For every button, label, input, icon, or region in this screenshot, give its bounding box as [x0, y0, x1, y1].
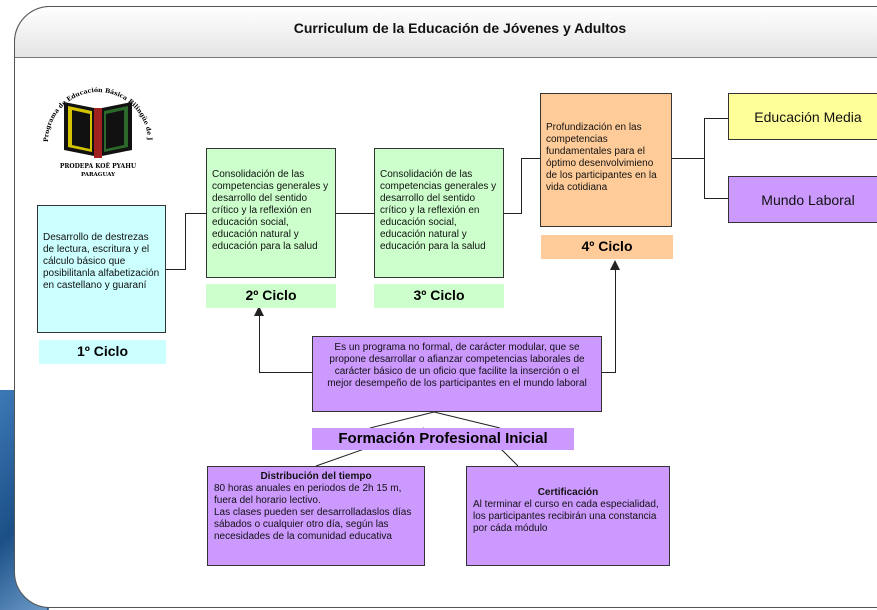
certificacion-title: Certificación — [537, 487, 599, 498]
ciclo4-text: Profundización en las competencias funda… — [546, 122, 657, 193]
header-band — [14, 6, 877, 58]
connector — [672, 158, 704, 159]
ciclo3-text: Consolidación de las competencias genera… — [380, 169, 497, 252]
arrow-up-icon — [610, 260, 620, 270]
ciclo4-label: 4º Ciclo — [541, 235, 673, 259]
prodepa-logo: Programa de Educación Básica Bilingüe de… — [33, 67, 160, 180]
certificacion-text: Al terminar el curso en cada especialida… — [473, 499, 659, 534]
educacion-media-label: Educación Media — [754, 108, 862, 125]
distribucion-line1: 80 horas anuales en periodos de 2h 15 m,… — [214, 483, 402, 506]
arrow-up-icon — [254, 306, 264, 316]
connector — [504, 213, 521, 214]
ciclo3-label: 3º Ciclo — [374, 284, 504, 308]
ciclo2-label: 2º Ciclo — [206, 284, 336, 308]
ciclo1-text: Desarrollo de destrezas de lectura, escr… — [43, 232, 160, 291]
distribucion-box: Distribución del tiempo 80 horas anuales… — [207, 466, 425, 566]
distribucion-title: Distribución del tiempo — [260, 471, 372, 482]
ciclo3-box: Consolidación de las competencias genera… — [374, 148, 504, 278]
fpi-description-box: Es un programa no formal, de carácter mo… — [312, 336, 602, 412]
ciclo1-box: Desarrollo de destrezas de lectura, escr… — [37, 205, 166, 333]
book-logo-icon: Programa de Educación Básica Bilingüe de… — [33, 67, 153, 178]
connector — [185, 213, 186, 270]
ciclo2-box: Consolidación de las competencias genera… — [206, 148, 336, 278]
mundo-laboral-box: Mundo Laboral — [728, 176, 877, 223]
fpi-description-text: Es un programa no formal, de carácter mo… — [327, 342, 587, 389]
connector — [704, 118, 705, 199]
ciclo2-text: Consolidación de las competencias genera… — [212, 169, 329, 252]
ciclo1-label: 1º Ciclo — [39, 340, 166, 364]
fpi-label: Formación Profesional Inicial — [312, 428, 574, 450]
logo-caption-2: PARAGUAY — [81, 172, 115, 178]
connector — [166, 269, 185, 270]
logo-caption-1: PRODEPA KOÊ PYAHU — [60, 162, 137, 170]
connector — [602, 372, 616, 373]
ciclo4-box: Profundización en las competencias funda… — [540, 93, 672, 227]
connector — [336, 213, 374, 214]
connector — [521, 158, 540, 159]
page-title: Curriculum de la Educación de Jóvenes y … — [293, 20, 627, 36]
mundo-laboral-label: Mundo Laboral — [761, 191, 855, 208]
connector — [185, 213, 206, 214]
educacion-media-box: Educación Media — [728, 93, 877, 140]
connector — [704, 198, 728, 199]
connector — [615, 268, 616, 373]
connector — [704, 118, 728, 119]
connector — [259, 315, 260, 373]
certificacion-box: Certificación Al terminar el curso en ca… — [466, 466, 670, 566]
connector — [259, 372, 312, 373]
connector — [521, 158, 522, 214]
distribucion-line2: Las clases pueden ser desarrolladaslos d… — [214, 507, 412, 542]
